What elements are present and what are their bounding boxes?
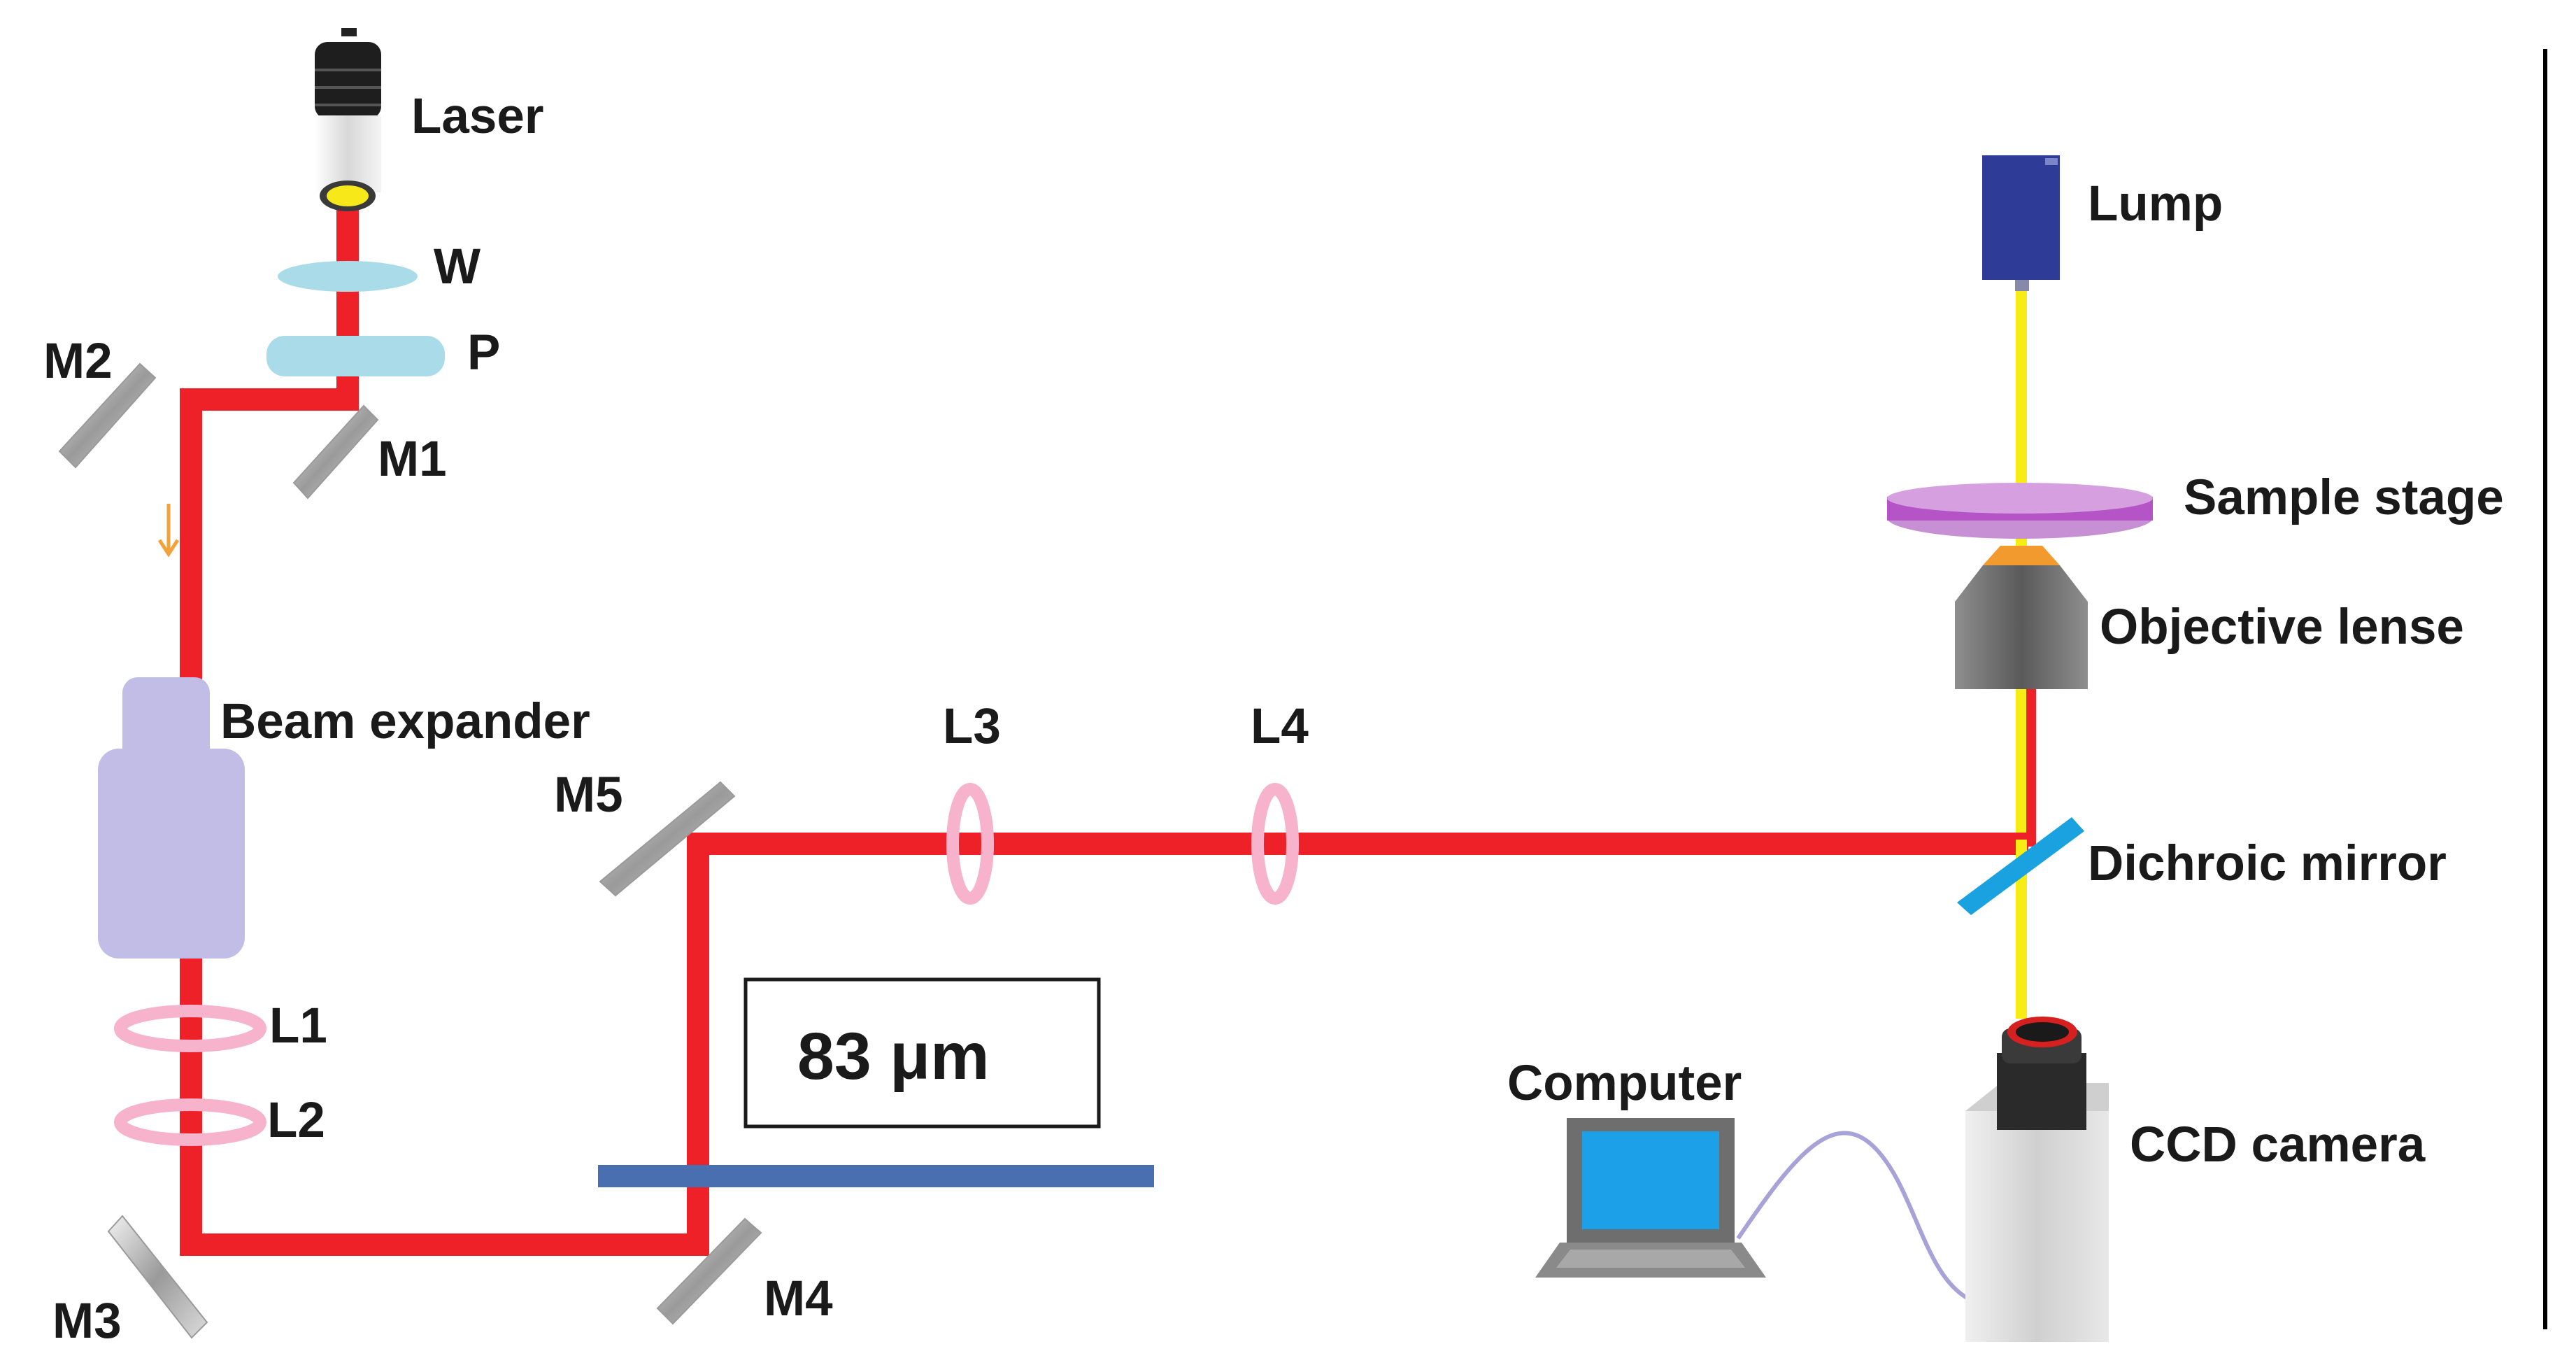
label-l4: L4 (1251, 699, 1309, 754)
lamp (1982, 155, 2060, 291)
right-border-line (2543, 49, 2547, 1329)
computer-cable (1736, 1131, 1975, 1303)
lens-l2 (114, 1098, 266, 1146)
label-l3: L3 (943, 699, 1001, 754)
dichroic-mirror (1957, 817, 2084, 915)
label-p: P (467, 325, 500, 381)
waveplate-w (278, 261, 418, 292)
label-m4: M4 (764, 1271, 833, 1327)
lens-l4 (1251, 783, 1299, 905)
sample-stage (1887, 483, 2153, 539)
polarizer-p (266, 336, 445, 376)
label-m5: M5 (554, 768, 623, 823)
objective-beam (2026, 689, 2036, 847)
mirror-m5 (599, 781, 736, 897)
lens-l3 (946, 783, 994, 905)
label-ccd-camera: CCD camera (2130, 1117, 2426, 1173)
label-m2: M2 (43, 334, 113, 389)
label-objective-lense: Objective lense (2100, 600, 2464, 655)
illumination-beam-lower (2016, 840, 2027, 1019)
sample-line (598, 1165, 1154, 1187)
computer-icon (1535, 1118, 1766, 1278)
label-laser: Laser (411, 89, 543, 144)
scale-box (743, 977, 1101, 1129)
ccd-camera (1965, 1017, 2109, 1342)
mirror-m3 (107, 1215, 208, 1339)
direction-arrow-icon (157, 504, 180, 558)
mirror-m1 (292, 404, 379, 500)
mirror-m2 (58, 362, 157, 469)
label-computer: Computer (1507, 1056, 1742, 1111)
label-l2: L2 (267, 1093, 325, 1148)
label-l1: L1 (269, 998, 327, 1054)
label-m3: M3 (52, 1294, 122, 1349)
mirror-m4 (656, 1217, 762, 1325)
label-scale: 83 μm (797, 1019, 990, 1094)
beam-expander (98, 677, 245, 959)
lens-l1 (114, 1005, 266, 1052)
label-w: W (434, 239, 481, 295)
label-m1: M1 (378, 432, 447, 487)
label-dichroic-mirror: Dichroic mirror (2088, 836, 2447, 891)
objective-lens (1955, 546, 2088, 689)
laser-source (315, 28, 381, 211)
label-beam-expander: Beam expander (220, 694, 590, 749)
label-sample-stage: Sample stage (2184, 470, 2504, 525)
label-lump: Lump (2088, 176, 2223, 232)
